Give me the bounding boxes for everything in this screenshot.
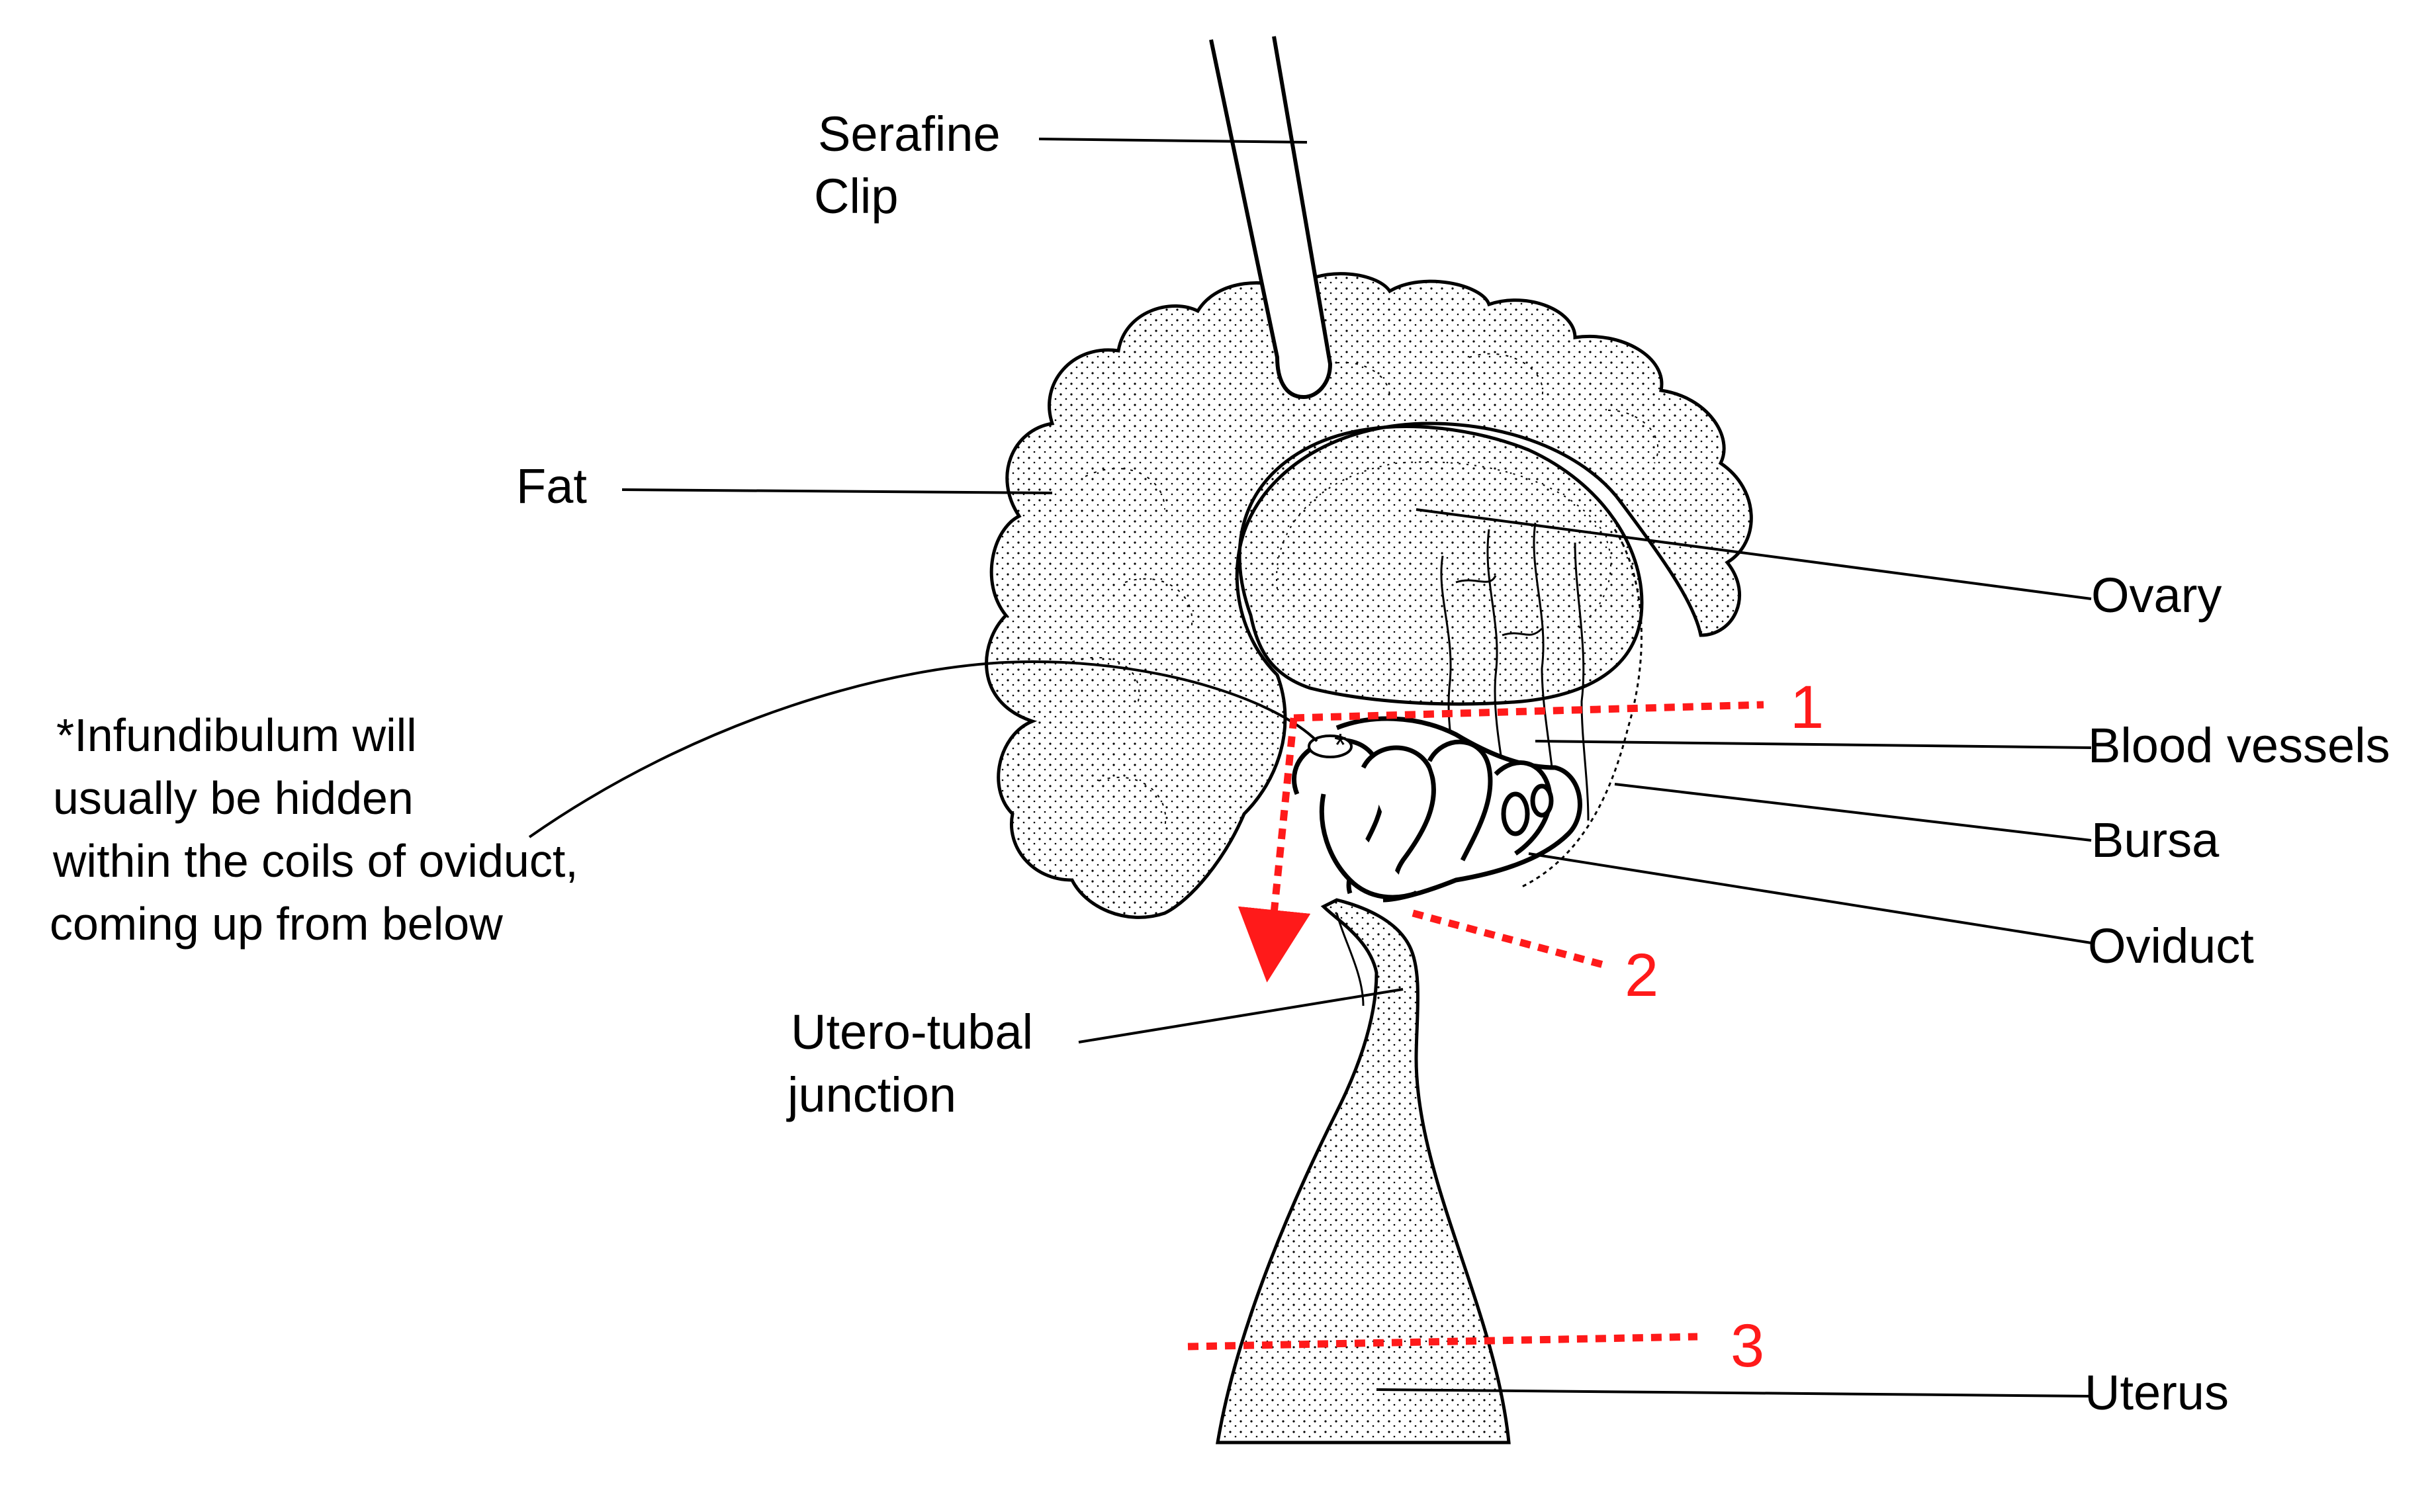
label-blood-vessels: Blood vessels xyxy=(2088,718,2390,773)
note-line-1: *Infundibulum will xyxy=(56,709,417,761)
uterus-shape xyxy=(1216,898,1511,1445)
infundibulum-asterisk: * xyxy=(1334,728,1347,763)
cut-number-3: 3 xyxy=(1731,1312,1764,1380)
cut-arrow-1 xyxy=(1238,717,1311,983)
pointer-lines xyxy=(528,138,2092,1398)
note-line-2: usually be hidden xyxy=(53,772,414,824)
oviduct-coils xyxy=(1292,716,1582,903)
label-ovary: Ovary xyxy=(2091,568,2222,623)
label-clip: Clip xyxy=(814,169,898,224)
fat-pad xyxy=(985,272,1753,919)
label-bursa: Bursa xyxy=(2091,813,2220,867)
label-fat: Fat xyxy=(516,459,587,513)
label-uterus: Uterus xyxy=(2085,1365,2229,1420)
cut-line-1 xyxy=(1293,701,1764,722)
label-utero-tubal: Utero-tubal xyxy=(791,1004,1033,1059)
cut-markers xyxy=(1187,701,1764,1351)
cut-number-2: 2 xyxy=(1625,942,1658,1009)
note-line-4: coming up from below xyxy=(50,898,503,950)
label-serafine: Serafine xyxy=(818,107,1001,161)
label-oviduct: Oviduct xyxy=(2088,918,2254,973)
label-junction: junction xyxy=(786,1067,956,1122)
infundibulum xyxy=(1308,734,1353,758)
cut-line-2 xyxy=(1412,909,1609,970)
cut-number-1: 1 xyxy=(1790,674,1824,741)
serafine-clip xyxy=(1209,36,1333,400)
note-line-3: within the coils of oviduct, xyxy=(52,835,578,887)
